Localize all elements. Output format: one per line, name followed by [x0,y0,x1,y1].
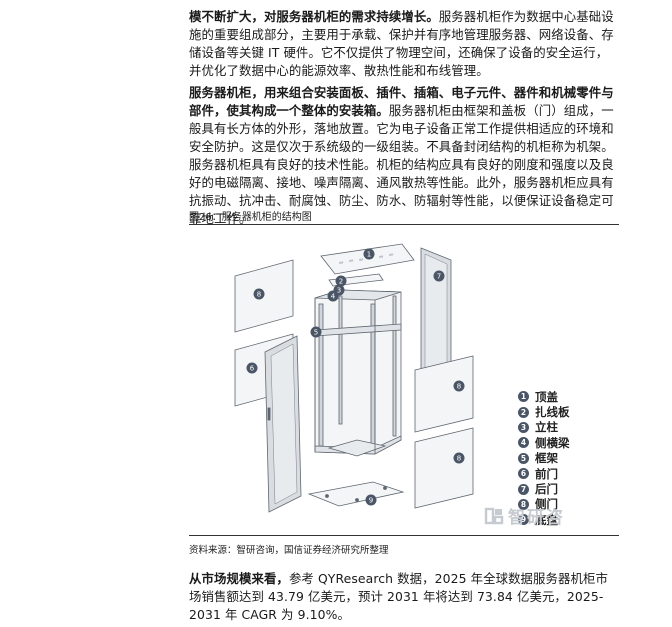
legend-item: 7 后门 [518,481,570,496]
paragraph-body: 服务器机柜作为数据中心基础设施的重要组成部分，主要用于承载、保护并有序地管理服务… [189,9,614,78]
legend-item: 8 侧门 [518,497,570,512]
callout-number: 9 [369,497,373,505]
callout-frame: 5 [310,326,322,338]
callout-top-cover: 1 [363,248,375,260]
legend-label: 框架 [535,451,558,466]
cabinet-exploded-diagram: 1 2 3 4 5 6 7 8 8 8 9 [234,243,474,513]
callout-number: 7 [437,273,441,281]
callout-rear-door: 7 [433,270,445,282]
parts-legend: 1 顶盖 2 扎线板 3 立柱 4 侧横梁 5 框架 6 前门 7 后门 8 侧门 9 底盘 [518,389,570,528]
paragraph-cabinet-intro: 模不断扩大，对服务器机柜的需求持续增长。服务器机柜作为数据中心基础设施的重要组成… [189,8,617,80]
legend-label: 侧横梁 [535,435,570,450]
paragraph-body: 参考 QYResearch 数据，2025 年全球数据服务器机柜市场销售额达到 … [189,571,608,622]
figure-bottom-rule [189,535,619,536]
side-panel-upper-right [414,355,474,433]
callout-number: 8 [457,383,461,391]
callout-side-panel-upper-right: 8 [453,380,465,392]
callout-number: 8 [457,455,461,463]
callout-cable-panel: 2 [335,275,347,287]
legend-number-badge: 3 [518,421,529,433]
callout-base: 9 [365,494,377,506]
legend-label: 后门 [535,482,558,497]
callout-number: 1 [367,251,371,259]
paragraph-market-size: 从市场规模来看，参考 QYResearch 数据，2025 年全球数据服务器机柜… [189,570,617,624]
side-panel-lower-right [414,427,474,509]
legend-number-badge: 5 [518,452,529,464]
legend-item: 1 顶盖 [518,389,570,404]
paragraph-body: 服务器机柜由框架和盖板（门）组成，一般具有长方体的外形，落地放置。它为电子设备正… [189,103,614,226]
paragraph-cabinet-definition: 服务器机柜，用来组合安装面板、插件、插箱、电子元件、器件和机械零件与部件，使其构… [189,84,617,228]
legend-label: 立柱 [535,420,558,435]
watermark-logo-icon [484,507,504,524]
callout-front-door: 6 [246,362,258,374]
legend-number-badge: 7 [518,483,529,495]
legend-number-badge: 8 [518,498,529,510]
legend-label: 前门 [535,466,558,481]
figure-top-rule [189,224,619,225]
legend-number-badge: 4 [518,437,529,449]
legend-item: 6 前门 [518,466,570,481]
paragraph-bold-lead: 从市场规模来看， [189,571,289,586]
callout-number: 4 [331,293,336,301]
callout-number: 5 [314,329,318,337]
legend-label: 侧门 [535,497,558,512]
watermark-text: 智研咨 [508,508,565,528]
callout-number: 2 [339,278,343,286]
legend-item: 5 框架 [518,451,570,466]
figure-title: 图26：服务器机柜的结构图 [189,212,312,223]
callout-side-panel-lower-right: 8 [453,452,465,464]
paragraph-bold-lead: 服务器机柜，用来组合安装面板、插件、插箱、电子元件、器件和机械零件与部件，使其构… [189,85,614,118]
watermark: 智研咨 [484,503,565,528]
figure-source: 资料来源：智研咨询，国信证券经济研究所整理 [189,545,389,556]
front-door [264,335,302,513]
legend-number-badge: 1 [518,391,529,403]
legend-item: 3 立柱 [518,420,570,435]
legend-item: 2 扎线板 [518,404,570,419]
callout-side-beam: 4 [327,290,339,302]
legend-number-badge: 9 [518,514,529,526]
callout-number: 3 [337,287,341,295]
legend-label: 底盘 [535,512,558,527]
legend-item: 9 底盘 [518,512,570,527]
legend-label: 顶盖 [535,389,558,404]
callout-badges: 1 2 3 4 5 6 7 8 8 8 9 [246,248,465,506]
callout-side-panel-upper-left: 8 [253,288,265,300]
paragraph-bold-lead: 模不断扩大，对服务器机柜的需求持续增长。 [189,9,439,24]
callout-number: 8 [257,291,261,299]
legend-label: 扎线板 [535,405,570,420]
cabinet-frame [314,289,402,457]
base-plate [307,481,405,507]
legend-item: 4 侧横梁 [518,435,570,450]
callout-number: 6 [250,365,255,373]
legend-number-badge: 2 [518,406,529,418]
legend-number-badge: 6 [518,468,529,480]
